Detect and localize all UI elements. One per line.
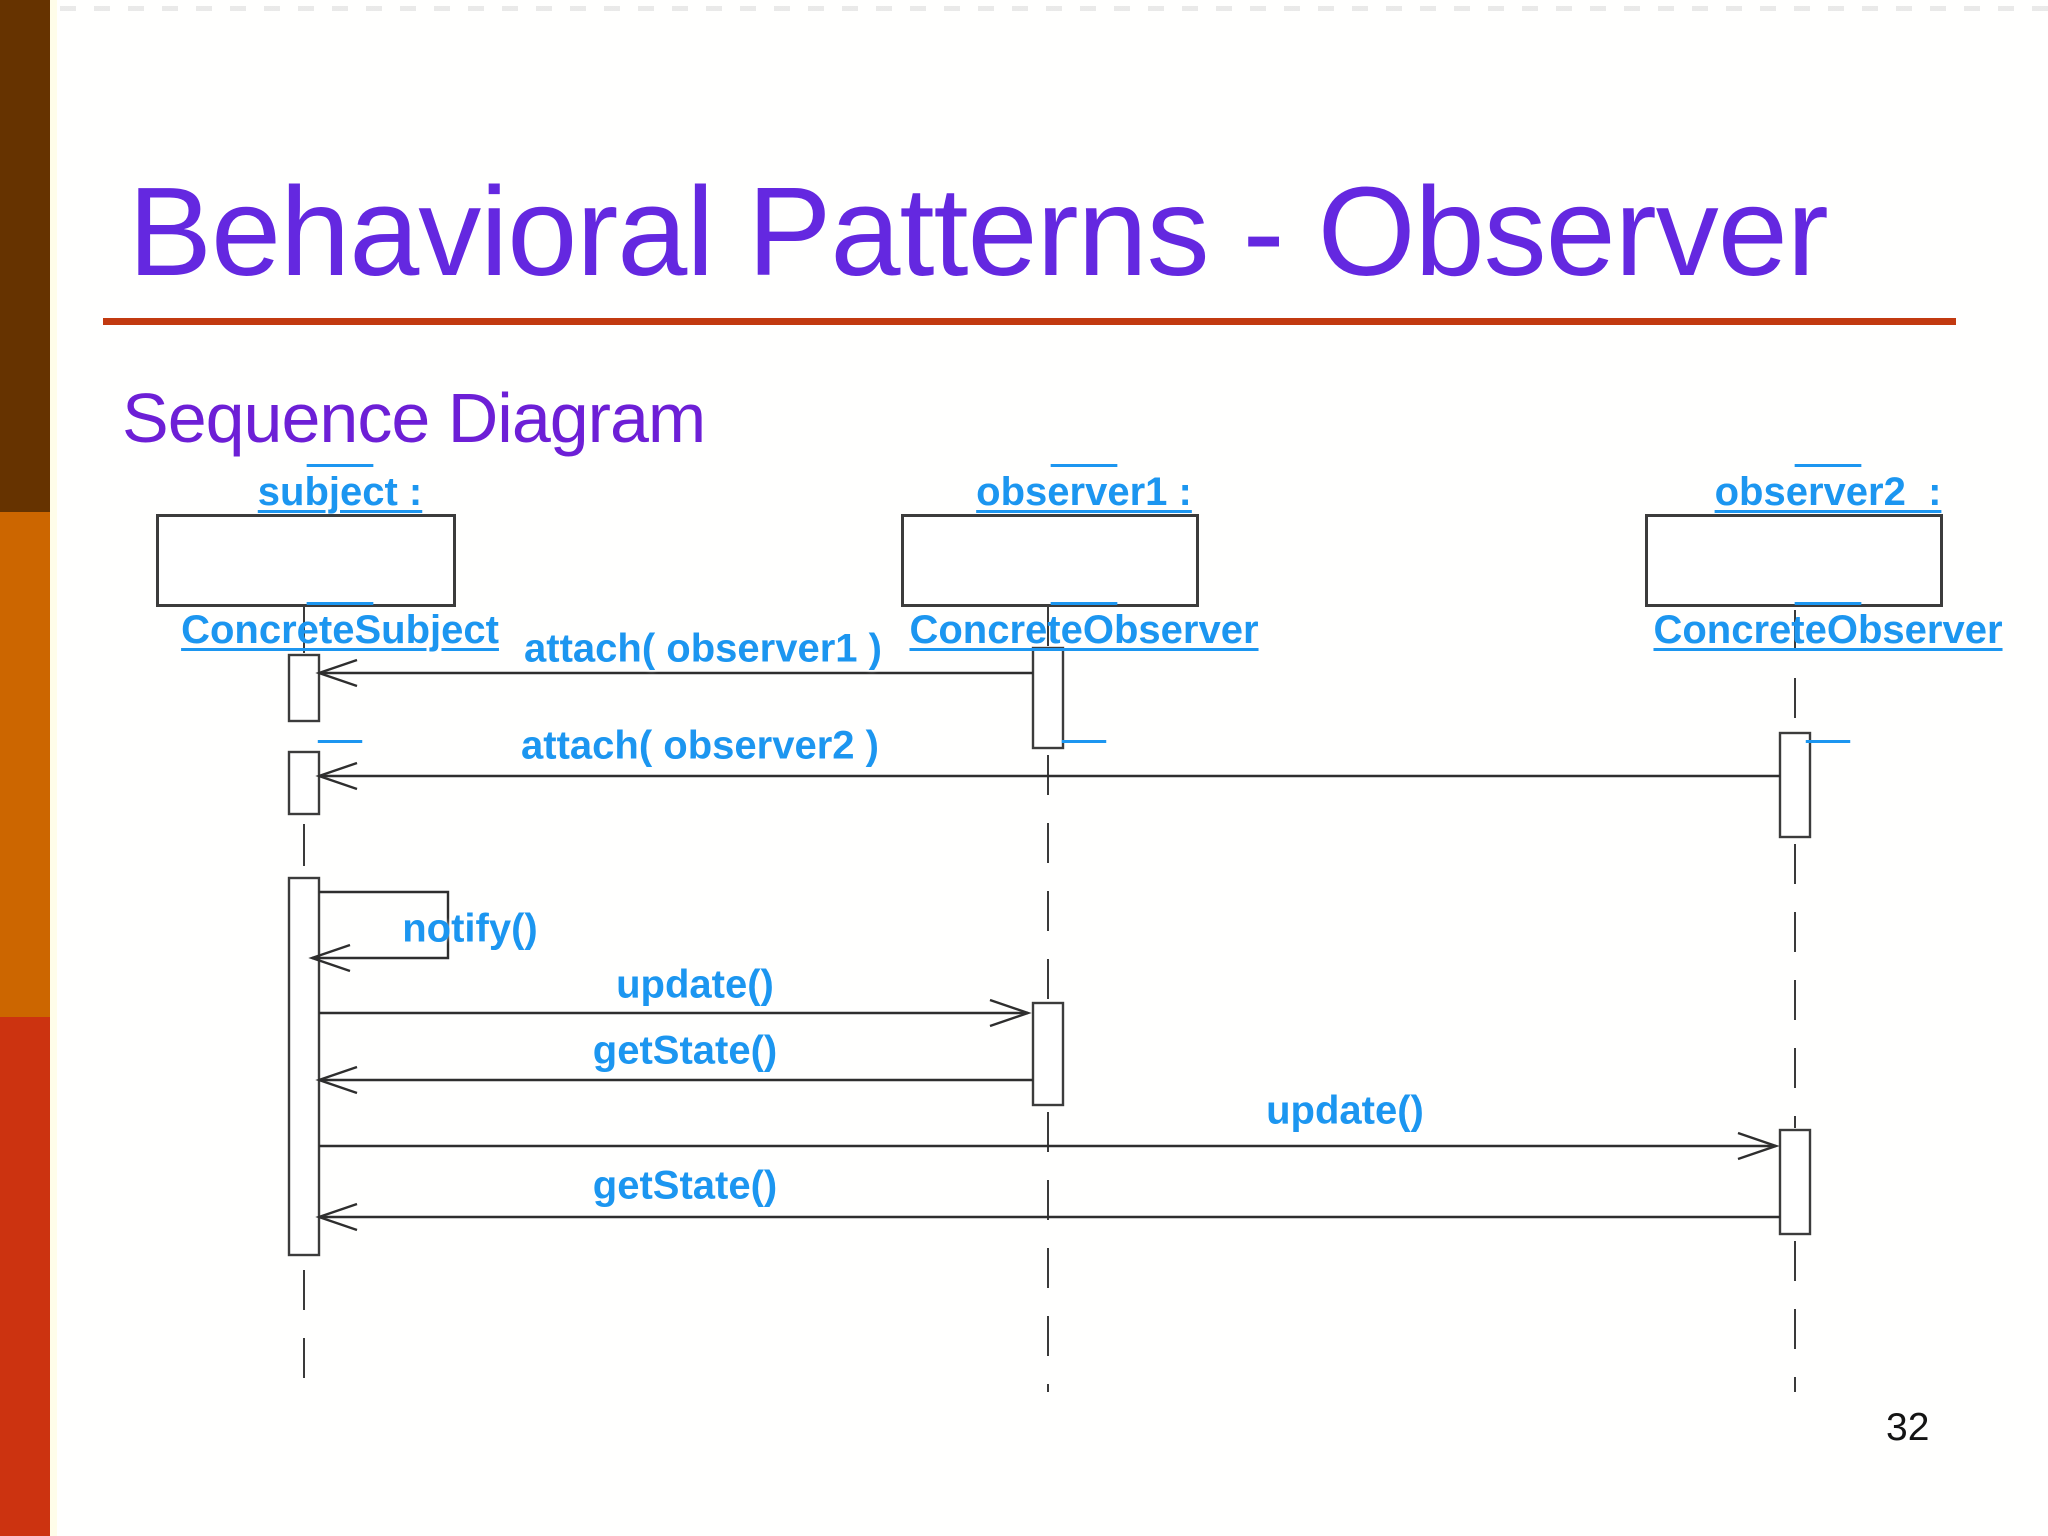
arrowhead-update-observer1 — [989, 998, 1032, 1028]
arrowhead-getstate-observer1 — [315, 1065, 358, 1095]
lifeline-header-observer2-label: observer2 : ConcreteObserver — [1653, 377, 2002, 745]
sidebar-band-brown — [0, 0, 50, 512]
message-label-getstate-observer2: getState() — [592, 1163, 778, 1208]
arrow-notify-self — [312, 890, 450, 960]
arrowhead-attach-observer2 — [315, 761, 358, 791]
sidebar-band-red — [0, 1017, 50, 1536]
message-arrows — [308, 658, 1780, 1232]
activation-observer2-attach — [1778, 731, 1812, 839]
message-label-update-observer2: update() — [1266, 1088, 1424, 1133]
title-underline-rule — [103, 318, 1956, 325]
lifeline-header-observer1: observer1 : ConcreteObserver — [901, 470, 1259, 652]
arrowhead-notify — [308, 943, 351, 973]
arrowhead-getstate-observer2 — [315, 1202, 358, 1232]
message-label-attach-observer2: attach( observer2 ) — [521, 723, 879, 768]
lifeline-header-subject: subject : ConcreteSubject — [156, 470, 499, 652]
arrowhead-attach-observer1 — [315, 658, 358, 688]
activation-bars — [287, 646, 1812, 1257]
slide-title: Behavioral Patterns - Observer — [128, 161, 1829, 302]
lifeline-observer1-class: ConcreteObserver — [909, 607, 1259, 652]
message-label-getstate-observer1: getState() — [592, 1028, 778, 1073]
activation-observer1-attach — [1031, 646, 1065, 750]
page-number: 32 — [1886, 1406, 1930, 1449]
lifeline-observer1-name: observer1 : — [976, 469, 1192, 514]
lifeline-observer2-class: ConcreteObserver — [1653, 607, 2003, 652]
activation-subject-attach2 — [287, 750, 321, 816]
lifeline-observer2-name: observer2 : — [1714, 469, 1942, 514]
message-label-notify: notify() — [402, 906, 538, 951]
arrowhead-update-observer2 — [1737, 1131, 1780, 1161]
activation-observer2-update — [1778, 1128, 1812, 1236]
lifeline-header-subject-label: subject : ConcreteSubject — [181, 377, 499, 745]
top-tick-marks — [60, 6, 2048, 11]
activation-subject-notify — [287, 876, 321, 1257]
message-label-update-observer1: update() — [616, 962, 774, 1007]
sidebar-edge-stripe — [50, 0, 57, 1536]
lifeline-header-observer2: observer2 : ConcreteObserver — [1645, 470, 2003, 652]
activation-subject-attach1 — [287, 653, 321, 723]
lifeline-subject-class: ConcreteSubject — [181, 607, 499, 652]
message-label-attach-observer1: attach( observer1 ) — [524, 626, 882, 671]
activation-observer1-update — [1031, 1001, 1065, 1107]
lifeline-subject-name: subject : — [257, 469, 423, 514]
lifeline-header-observer1-label: observer1 : ConcreteObserver — [909, 377, 1258, 745]
slide-subtitle: Sequence Diagram — [122, 379, 706, 457]
sidebar-band-orange — [0, 512, 50, 1017]
